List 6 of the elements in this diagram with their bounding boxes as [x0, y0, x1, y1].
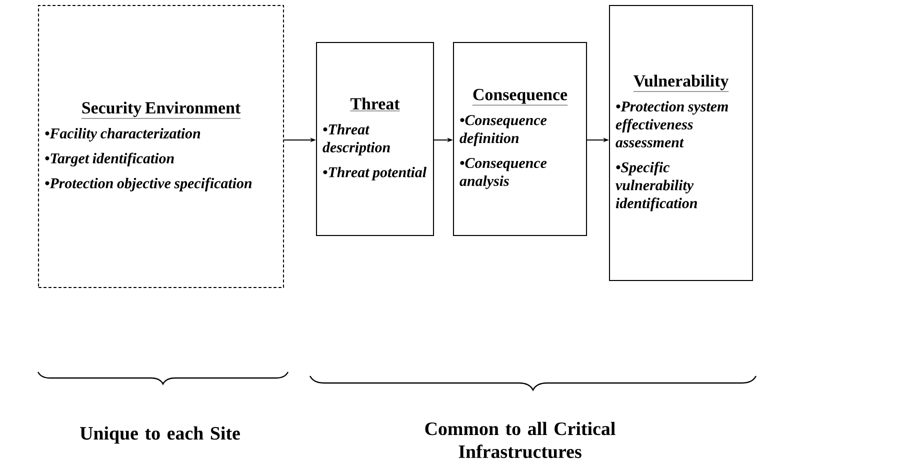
process-box: Vulnerability •Protection system effectiveness assessment •Specific vulnerability identification: [609, 5, 753, 281]
process-box: Consequence •Consequence definition •Consequence analysis: [453, 42, 587, 236]
process-box: Security Environment •Facility characterization •Target identification •Protection objective specification: [38, 5, 284, 288]
process-box: Threat •Threat description •Threat potential: [316, 42, 434, 236]
caption-text: Common to all Critical Infrastructures: [425, 422, 616, 458]
caption-text: Unique to each Site: [80, 426, 240, 444]
